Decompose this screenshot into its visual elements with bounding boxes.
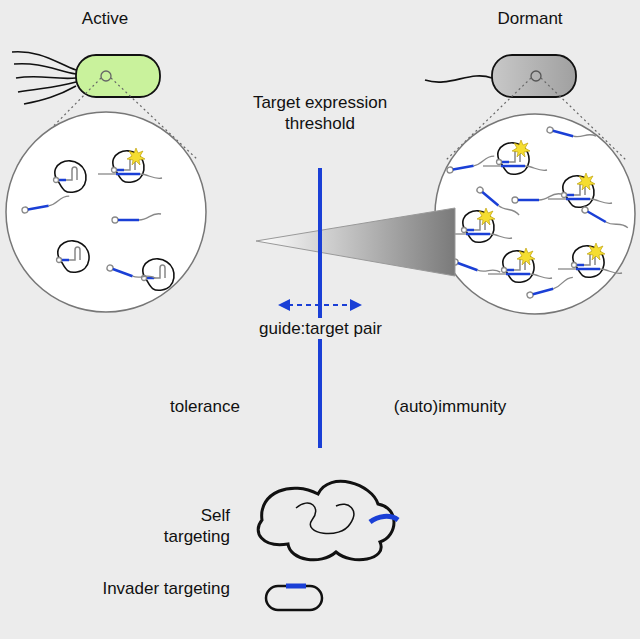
- target-type-label: Invader targeting: [100, 578, 230, 599]
- axis-title: Target expression threshold: [250, 92, 390, 134]
- regime-label: (auto)immunity: [385, 396, 515, 417]
- arrow-label: guide:target pair: [256, 318, 385, 339]
- target-type-label: Self targeting: [150, 505, 230, 547]
- regime-label: tolerance: [150, 396, 260, 417]
- cell-state-label: Active: [55, 8, 155, 29]
- cell-state-label: Dormant: [475, 8, 585, 29]
